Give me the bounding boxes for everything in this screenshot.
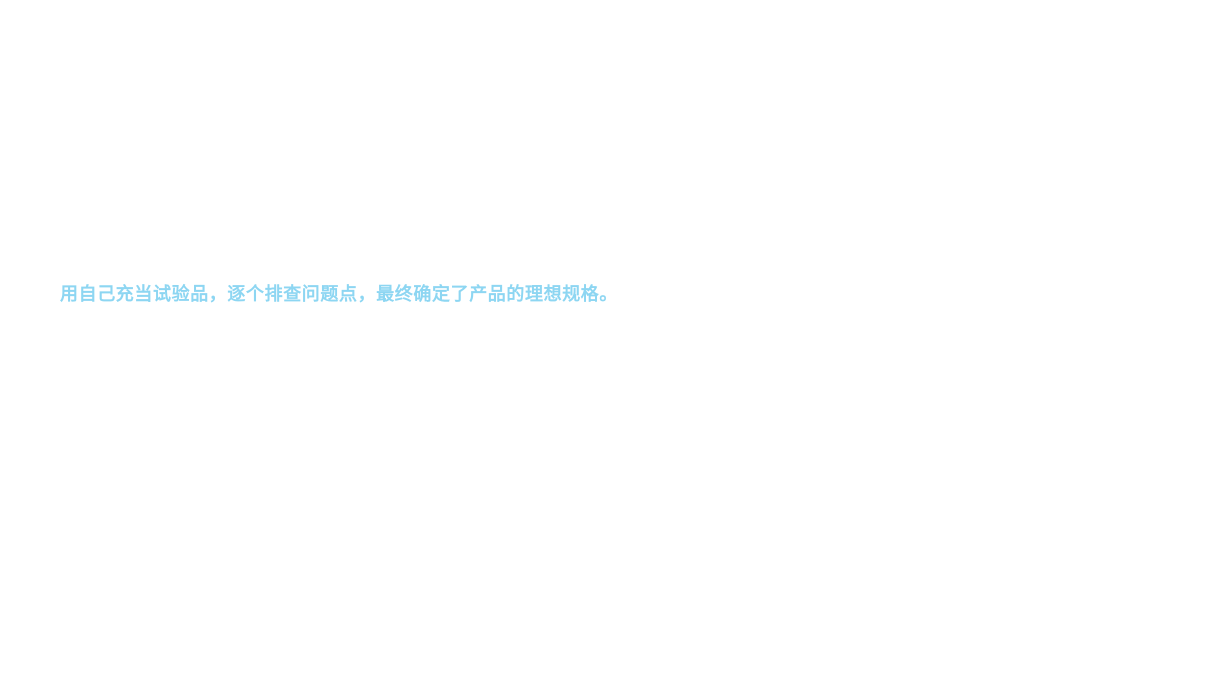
caption-text: 用自己充当试验品，逐个排查问题点，最终确定了产品的理想规格。 (60, 284, 618, 305)
